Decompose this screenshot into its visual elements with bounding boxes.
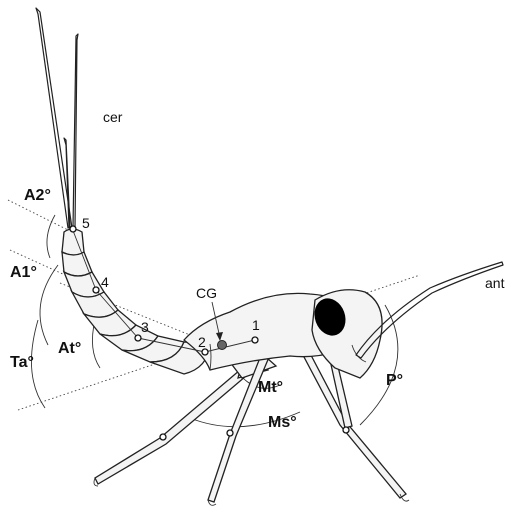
abdomen-segment-9 [62,252,92,276]
joint-4 [93,287,99,293]
joint-hind-leg [160,434,166,440]
joint-front-leg [343,427,349,433]
angle-at-label: At° [58,340,81,357]
segment-number-3: 3 [141,319,149,335]
joint-3 [135,335,141,341]
cg-label: CG [196,285,217,301]
segment-number-4: 4 [101,274,109,290]
cerci-label: cer [103,109,123,125]
segment-number-1: 1 [252,317,260,333]
abdomen [62,229,210,374]
a2-reference-line [8,200,72,232]
angle-ms-label: Ms° [268,414,297,431]
angle-a1-label: A1° [10,264,37,281]
angle-a2-label: A2° [24,187,51,204]
abdomen-segment-8 [64,272,104,297]
joint-1 [252,337,258,343]
cercus-right [73,34,78,228]
joint-5 [70,226,76,232]
angle-ta-label: Ta° [10,354,34,371]
head [309,290,382,378]
angle-p-label: P° [386,372,403,389]
center-of-gravity-marker [218,341,227,350]
antenna-label: ant [485,275,505,291]
segment-number-5: 5 [82,215,90,231]
abdomen-segment-7 [72,292,118,317]
joint-middle-leg [227,430,233,436]
segment-number-2: 2 [198,334,206,350]
a1-arc [40,265,58,345]
angle-mt-label: Mt° [258,379,283,396]
